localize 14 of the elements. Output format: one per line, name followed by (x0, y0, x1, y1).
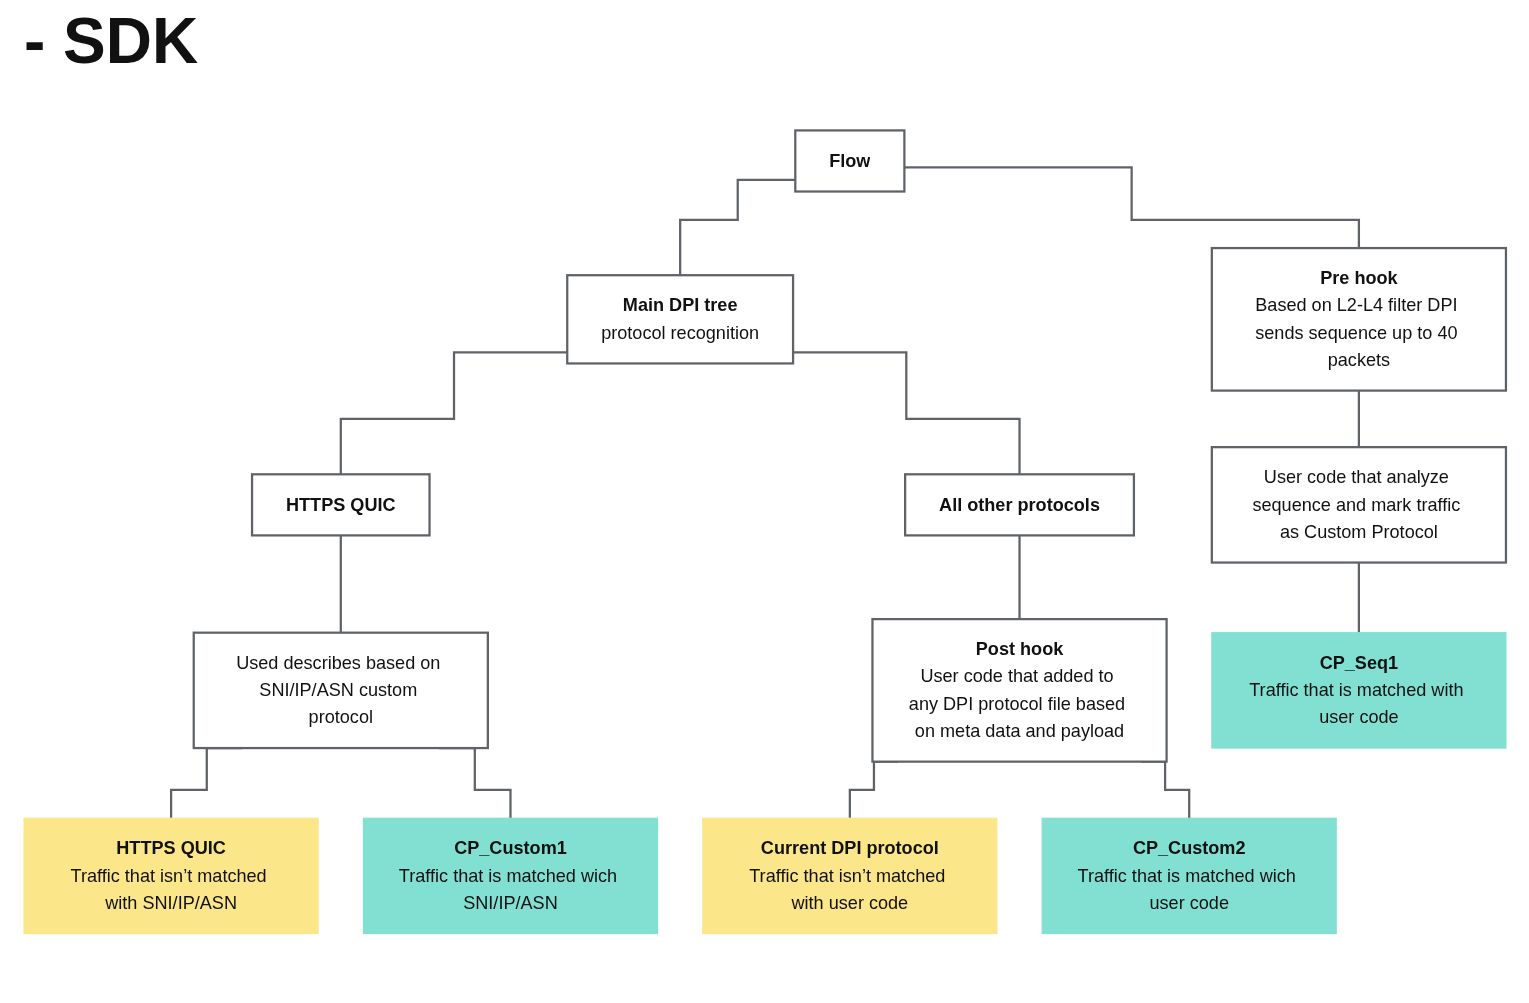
node-box: Current DPI protocol Traffic that isn’t matched with user code (701, 817, 997, 935)
node-box: Post hook User code that added to any DPI protocol file based on meta data and payload (870, 617, 1168, 763)
node-box: CP_Custom2 Traffic that is matched wich user code (1041, 817, 1337, 935)
node-box: Pre hook Based on L2-L4 filter DPI sends sequence up to 40 packets (1210, 246, 1507, 392)
node-box: All other protocols (903, 473, 1135, 537)
node-box: Main DPI tree protocol recognition (565, 274, 794, 365)
node-box: HTTPS QUIC (250, 473, 431, 537)
node-box: HTTPS QUIC Traffic that isn’t matched with SNI/IP/ASN (23, 817, 319, 935)
node-box: CP_Custom1 Traffic that is matched wich SNI/IP/ASN (362, 817, 658, 935)
node-box: Flow (793, 129, 905, 193)
diagram-title: - SDK (24, 4, 200, 78)
node-box: Used describes based on SNI/IP/ASN custom protocol (192, 631, 489, 750)
node-box: CP_Seq1 Traffic that is matched with user code (1210, 632, 1506, 749)
node-box: User code that analyze sequence and mark traffic as Custom Protocol (1210, 446, 1507, 564)
